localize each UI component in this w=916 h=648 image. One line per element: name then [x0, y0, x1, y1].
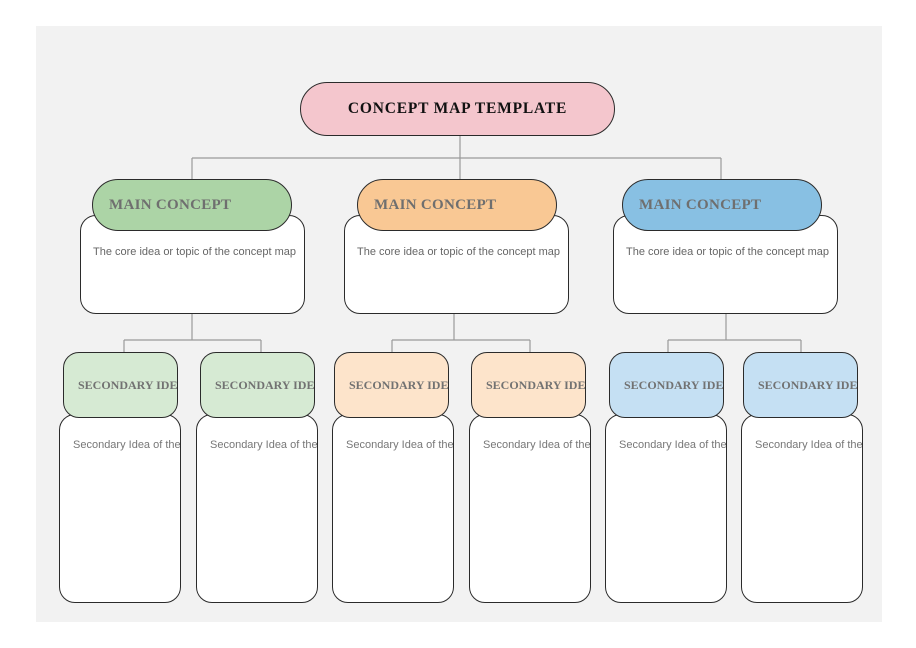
- secondary-6-label: SECONDARY IDEA: [758, 377, 858, 392]
- secondary-4-header[interactable]: SECONDARY IDEA: [471, 352, 586, 418]
- secondary-5-description: Secondary Idea of the main concept: [619, 439, 727, 451]
- main-concept-2-label: MAIN CONCEPT: [374, 196, 497, 213]
- secondary-3-description: Secondary Idea of the main concept: [346, 439, 454, 451]
- secondary-1-box[interactable]: Secondary Idea of the main concept: [59, 414, 181, 603]
- secondary-2-description: Secondary Idea of the main concept: [210, 439, 318, 451]
- secondary-1-label: SECONDARY IDEA: [78, 377, 178, 392]
- secondary-4-label: SECONDARY IDEA: [486, 377, 586, 392]
- main-concept-3-header[interactable]: MAIN CONCEPT: [622, 179, 822, 231]
- main-concept-2-header[interactable]: MAIN CONCEPT: [357, 179, 557, 231]
- main-concept-1-description: The core idea or topic of the concept ma…: [93, 246, 297, 258]
- secondary-4-description: Secondary Idea of the main concept: [483, 439, 591, 451]
- secondary-5-label: SECONDARY IDEA: [624, 377, 724, 392]
- secondary-3-box[interactable]: Secondary Idea of the main concept: [332, 414, 454, 603]
- secondary-2-box[interactable]: Secondary Idea of the main concept: [196, 414, 318, 603]
- main-concept-2-box[interactable]: The core idea or topic of the concept ma…: [344, 215, 569, 314]
- main-concept-3-label: MAIN CONCEPT: [639, 196, 762, 213]
- secondary-5-box[interactable]: Secondary Idea of the main concept: [605, 414, 727, 603]
- secondary-1-header[interactable]: SECONDARY IDEA: [63, 352, 178, 418]
- main-concept-2-description: The core idea or topic of the concept ma…: [357, 246, 561, 258]
- secondary-5-header[interactable]: SECONDARY IDEA: [609, 352, 724, 418]
- main-concept-3-box[interactable]: The core idea or topic of the concept ma…: [613, 215, 838, 314]
- title-node[interactable]: CONCEPT MAP TEMPLATE: [300, 82, 615, 136]
- secondary-3-header[interactable]: SECONDARY IDEA: [334, 352, 449, 418]
- main-concept-1-header[interactable]: MAIN CONCEPT: [92, 179, 292, 231]
- secondary-4-box[interactable]: Secondary Idea of the main concept: [469, 414, 591, 603]
- secondary-2-label: SECONDARY IDEA: [215, 377, 315, 392]
- main-concept-1-box[interactable]: The core idea or topic of the concept ma…: [80, 215, 305, 314]
- secondary-1-description: Secondary Idea of the main concept: [73, 439, 181, 451]
- secondary-6-box[interactable]: Secondary Idea of the main concept: [741, 414, 863, 603]
- main-concept-3-description: The core idea or topic of the concept ma…: [626, 246, 830, 258]
- secondary-6-description: Secondary Idea of the main concept: [755, 439, 863, 451]
- secondary-2-header[interactable]: SECONDARY IDEA: [200, 352, 315, 418]
- secondary-3-label: SECONDARY IDEA: [349, 377, 449, 392]
- secondary-6-header[interactable]: SECONDARY IDEA: [743, 352, 858, 418]
- main-concept-1-label: MAIN CONCEPT: [109, 196, 232, 213]
